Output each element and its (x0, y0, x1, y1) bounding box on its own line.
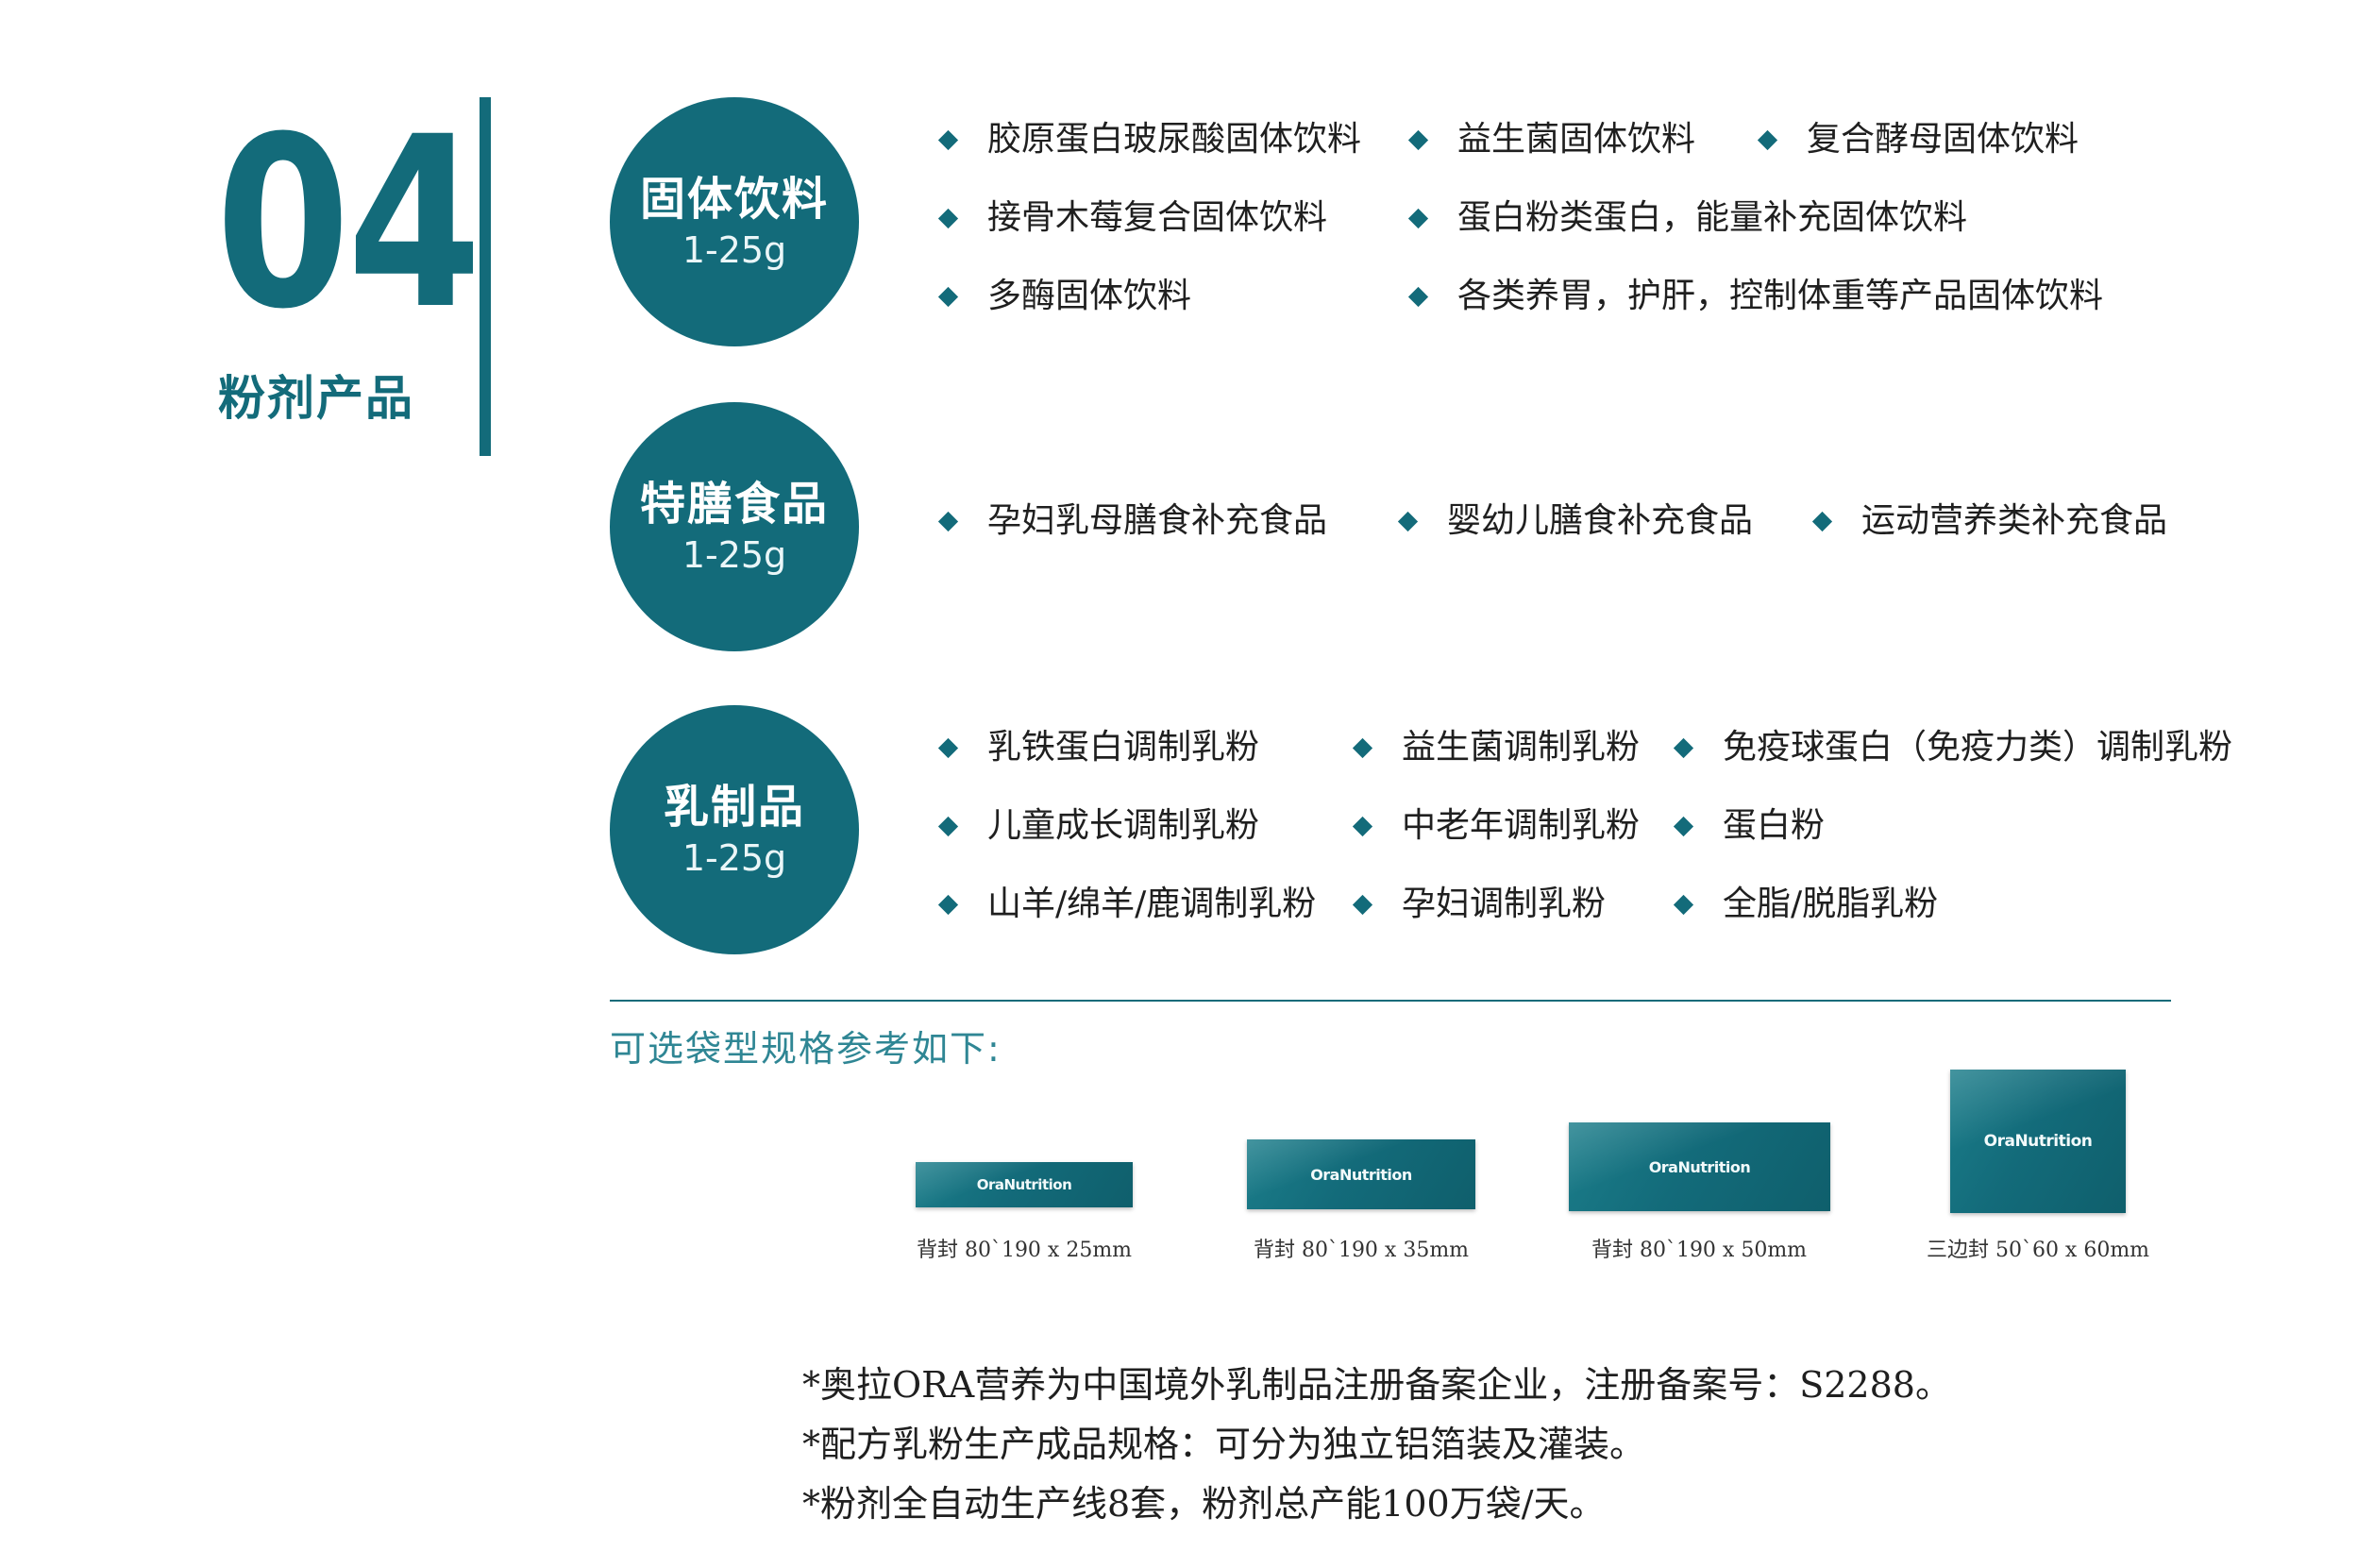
footnote-registration: *奥拉ORA营养为中国境外乳制品注册备案企业，注册备案号：S2288。 (802, 1364, 1951, 1406)
list-item: 蛋白粉类蛋白，能量补充固体饮料 (1407, 196, 1967, 240)
category-title: 乳制品 (663, 781, 805, 834)
diamond-icon (1352, 737, 1373, 758)
sachet-image-50mm: OraNutrition (1569, 1122, 1830, 1211)
brand-logo: OraNutrition (976, 1176, 1072, 1193)
list-item: 孕妇调制乳粉 (1352, 883, 1606, 926)
package-spec: 背封 80`190 x 50mm (1591, 1239, 1808, 1262)
brand-logo: OraNutrition (1983, 1132, 2093, 1151)
list-item: 接骨木莓复合固体饮料 (937, 196, 1327, 240)
category-title: 特膳食品 (639, 478, 829, 531)
diamond-icon (937, 894, 959, 915)
diamond-icon (937, 511, 959, 531)
list-item: 孕妇乳母膳食补充食品 (937, 499, 1327, 543)
list-item: 益生菌固体饮料 (1407, 118, 1695, 161)
list-item: 各类养胃，护肝，控制体重等产品固体饮料 (1407, 275, 2103, 318)
diamond-icon (1673, 816, 1694, 836)
list-item: 多酶固体饮料 (937, 275, 1191, 318)
package-options-label: 可选袋型规格参考如下: (610, 1028, 1002, 1070)
list-item: 运动营养类补充食品 (1811, 499, 2167, 543)
category-weight-range: 1-25g (682, 837, 787, 879)
diamond-icon (1673, 737, 1694, 758)
brand-logo: OraNutrition (1310, 1165, 1412, 1184)
diamond-icon (1407, 129, 1429, 150)
category-title: 固体饮料 (639, 173, 829, 226)
list-item: 全脂/脱脂乳粉 (1673, 883, 1938, 926)
package-spec: 三边封 50`60 x 60mm (1926, 1239, 2150, 1262)
diamond-icon (1407, 208, 1429, 228)
list-item: 乳铁蛋白调制乳粉 (937, 726, 1259, 769)
diamond-icon (937, 816, 959, 836)
diamond-icon (937, 129, 959, 150)
list-item: 蛋白粉 (1673, 804, 1825, 848)
category-circle-solid-drinks: 固体饮料 1-25g (610, 97, 859, 346)
sachet-image-three-side-seal: OraNutrition (1950, 1070, 2126, 1213)
diamond-icon (1811, 511, 1833, 531)
footnote-formula-spec: *配方乳粉生产成品规格：可分为独立铝箔装及灌装。 (802, 1424, 1646, 1465)
brand-logo: OraNutrition (1648, 1157, 1751, 1176)
section-divider (610, 1000, 2171, 1002)
diamond-icon (1673, 894, 1694, 915)
diamond-icon (1397, 511, 1419, 531)
list-item: 婴幼儿膳食补充食品 (1397, 499, 1753, 543)
sachet-image-35mm: OraNutrition (1247, 1139, 1475, 1209)
section-title: 粉剂产品 (218, 371, 414, 426)
category-circle-special-diet: 特膳食品 1-25g (610, 402, 859, 651)
list-item: 免疫球蛋白（免疫力类）调制乳粉 (1673, 726, 2232, 769)
footnote-capacity: *粉剂全自动生产线8套，粉剂总产能100万袋/天。 (802, 1483, 1606, 1525)
package-spec: 背封 80`190 x 35mm (1253, 1239, 1470, 1262)
diamond-icon (937, 286, 959, 307)
list-item: 复合酵母固体饮料 (1757, 118, 2079, 161)
list-item: 山羊/绵羊/鹿调制乳粉 (937, 883, 1316, 926)
diamond-icon (937, 208, 959, 228)
list-item: 益生菌调制乳粉 (1352, 726, 1640, 769)
list-item: 胶原蛋白玻尿酸固体饮料 (937, 118, 1361, 161)
category-circle-dairy: 乳制品 1-25g (610, 705, 859, 954)
package-spec: 背封 80`190 x 25mm (916, 1239, 1133, 1262)
category-weight-range: 1-25g (682, 534, 787, 576)
vertical-divider (480, 97, 491, 456)
list-item: 儿童成长调制乳粉 (937, 804, 1259, 848)
section-number: 04 (215, 86, 481, 361)
diamond-icon (1757, 129, 1778, 150)
diamond-icon (1407, 286, 1429, 307)
diamond-icon (937, 737, 959, 758)
category-weight-range: 1-25g (682, 229, 787, 271)
diamond-icon (1352, 816, 1373, 836)
diamond-icon (1352, 894, 1373, 915)
sachet-image-25mm: OraNutrition (916, 1162, 1133, 1207)
list-item: 中老年调制乳粉 (1352, 804, 1640, 848)
